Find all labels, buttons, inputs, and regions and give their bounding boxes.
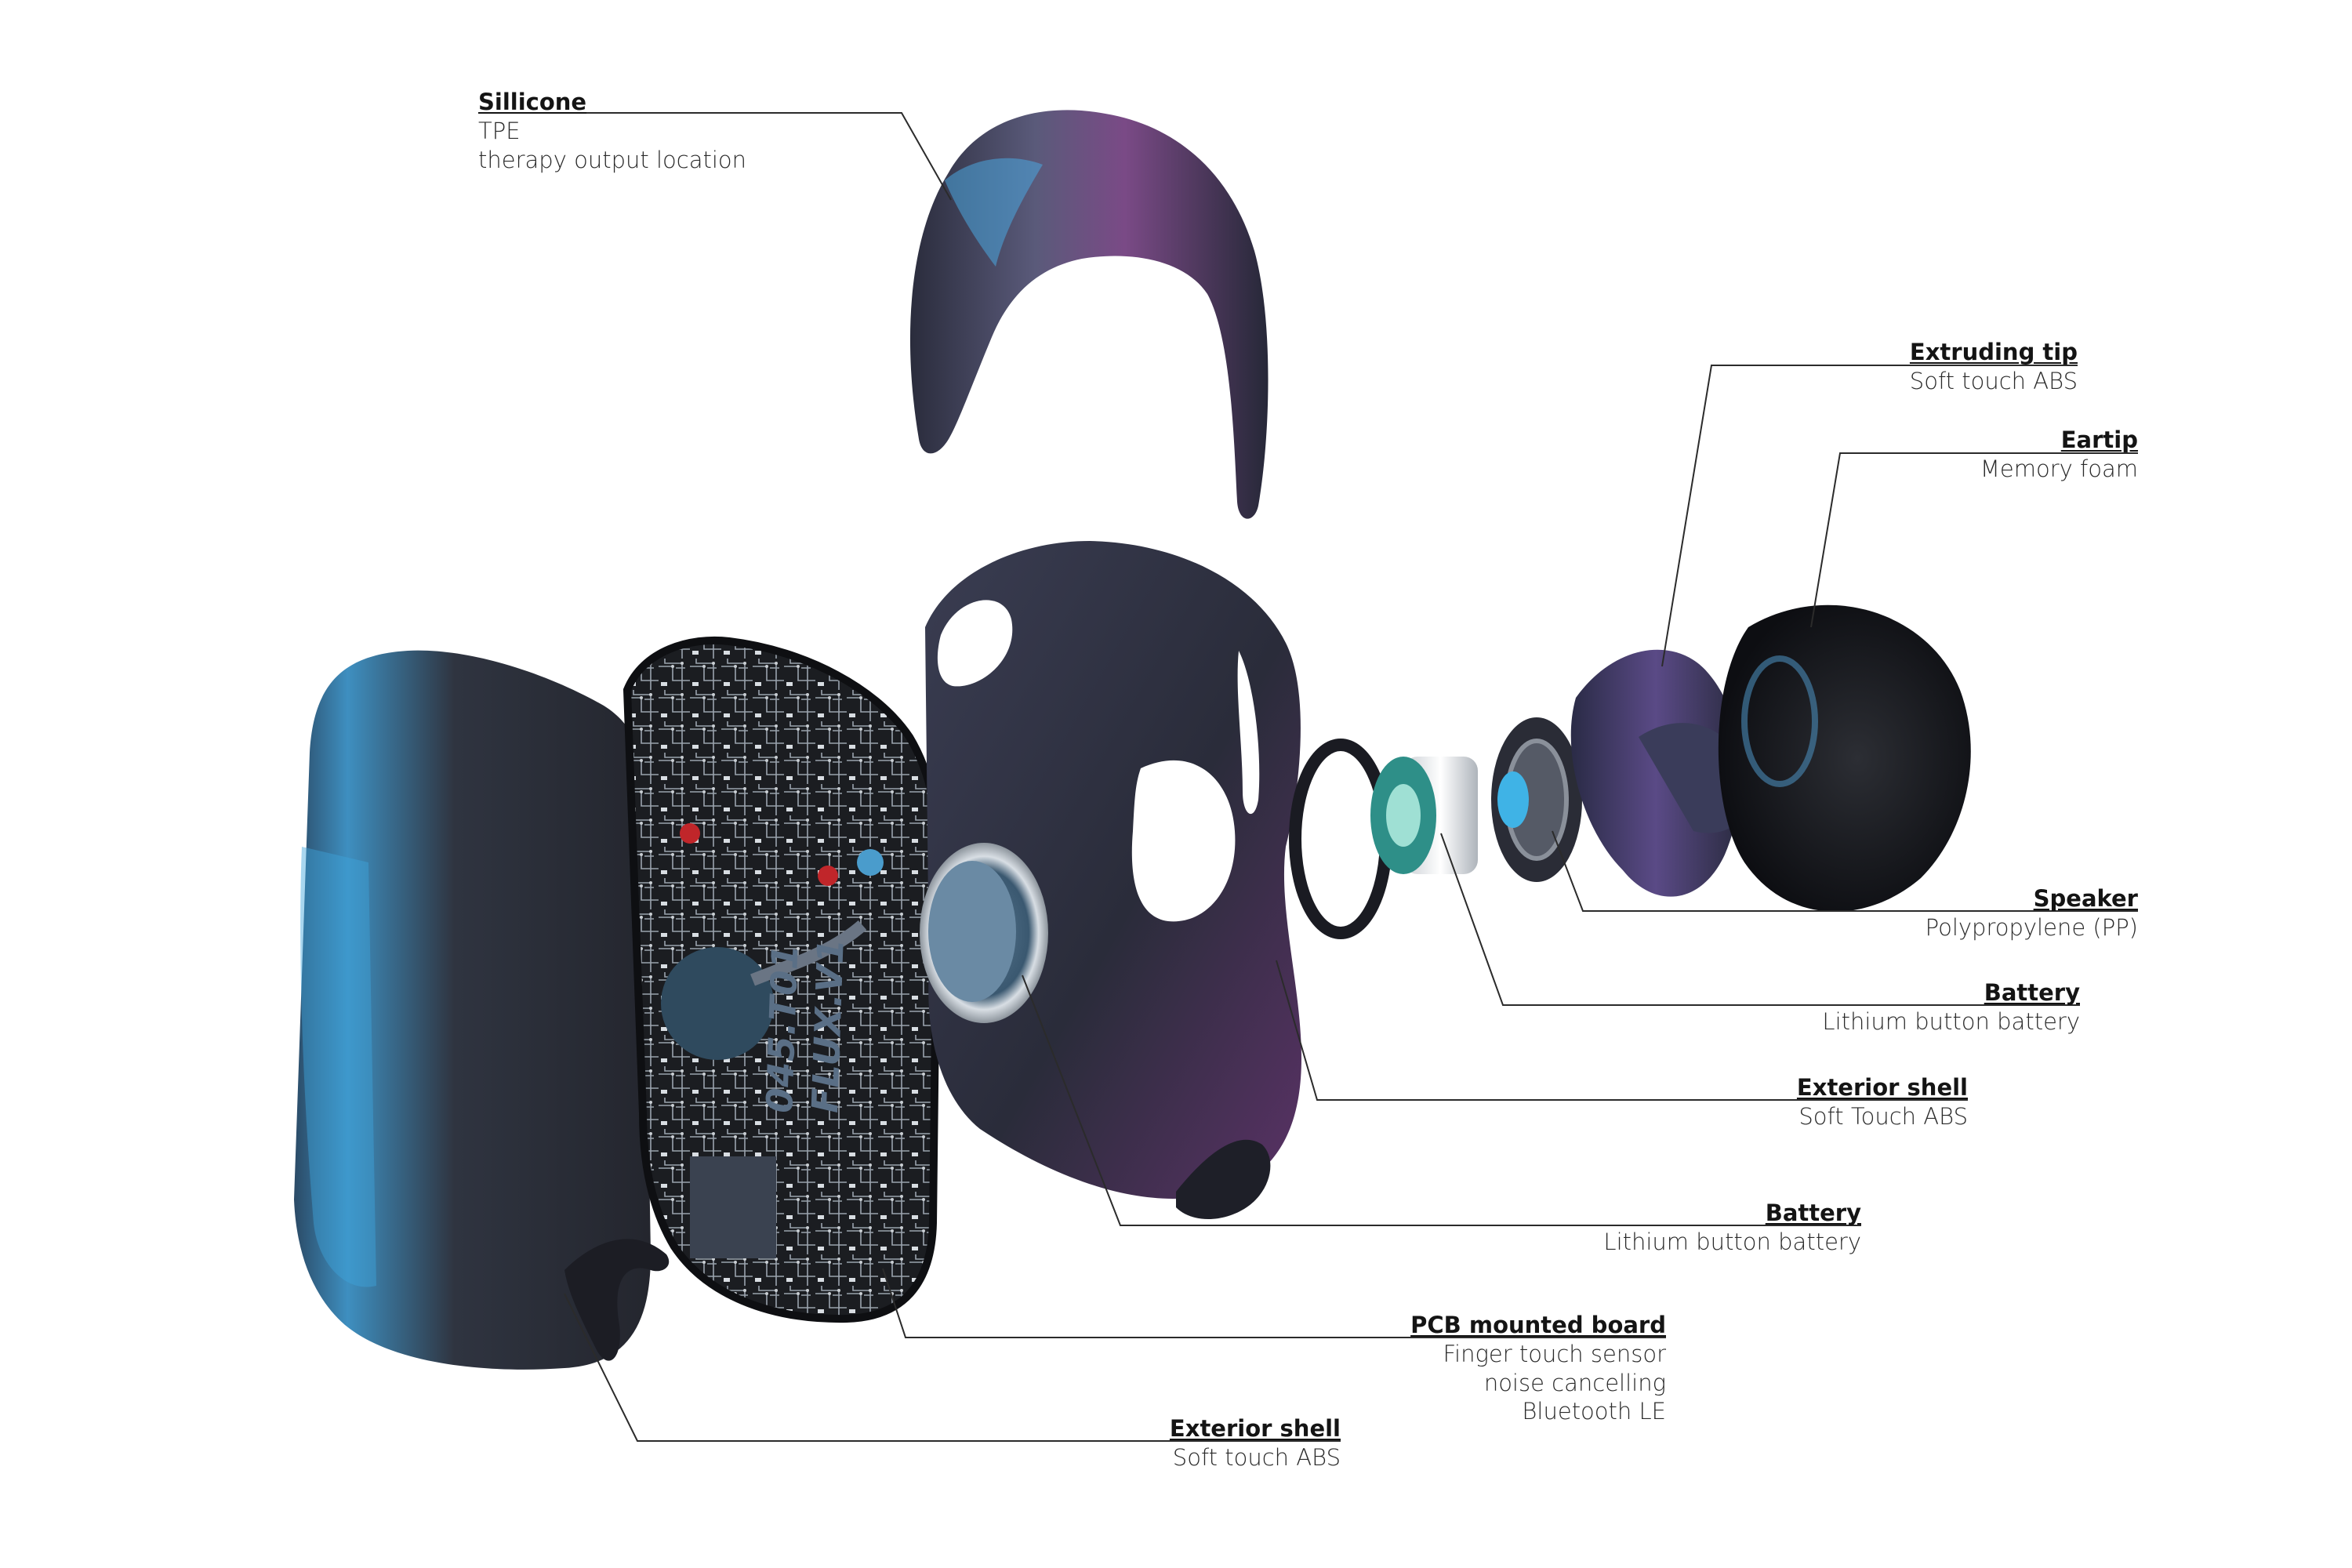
label-battery-1: Battery Lithium button battery xyxy=(1822,978,2080,1036)
speaker xyxy=(1491,717,1582,882)
button-battery xyxy=(920,843,1048,1023)
label-title: Exterior shell xyxy=(1169,1415,1341,1442)
label-title: Eartip xyxy=(2060,426,2138,453)
label-line: Lithium button battery xyxy=(1603,1228,1861,1255)
label-title: PCB mounted board xyxy=(1410,1312,1666,1338)
label-extruding-tip: Extruding tip Soft touch ABS xyxy=(1910,338,2078,396)
leader-pcb-board xyxy=(882,1268,1666,1338)
label-line: Soft Touch ABS xyxy=(1798,1102,1968,1130)
label-speaker: Speaker Polypropylene (PP) xyxy=(1926,884,2138,942)
label-title: Battery xyxy=(1984,979,2080,1006)
exterior-shell-back xyxy=(294,650,670,1370)
label-line: Lithium button battery xyxy=(1822,1007,2080,1035)
label-title: Sillicone xyxy=(478,89,587,115)
cylinder-battery xyxy=(1370,757,1478,874)
leader-battery-2 xyxy=(1022,975,1861,1226)
leader-speaker xyxy=(1552,830,2138,912)
o-ring xyxy=(1289,739,1392,939)
leader-battery-1 xyxy=(1440,833,2080,1006)
label-line: Soft touch ABS xyxy=(1172,1443,1341,1471)
label-line: therapy output location xyxy=(478,146,747,173)
label-title: Extruding tip xyxy=(1909,339,2078,365)
silicone-hook xyxy=(909,110,1269,519)
label-battery-2: Battery Lithium button battery xyxy=(1603,1199,1861,1257)
label-exterior-shell-1: Exterior shell Soft Touch ABS xyxy=(1797,1073,1968,1131)
label-line: Bluetooth LE xyxy=(1522,1398,1666,1425)
exterior-shell-mid xyxy=(925,541,1301,1219)
label-eartip: Eartip Memory foam xyxy=(1980,426,2138,484)
pcb-marking-line2: FLUX.V1 xyxy=(804,938,852,1114)
pcb-board: 045.T01 FLUX.V1 xyxy=(622,636,942,1323)
leader-extruding-tip xyxy=(1661,365,2078,667)
label-line: noise cancelling xyxy=(1483,1369,1666,1396)
label-pcb-board: PCB mounted board Finger touch sensor no… xyxy=(1410,1311,1666,1426)
label-line: Memory foam xyxy=(1980,455,2138,482)
label-title: Speaker xyxy=(2033,885,2138,912)
label-silicone: Sillicone TPE therapy output location xyxy=(478,88,746,174)
leader-silicone xyxy=(478,112,952,201)
label-title: Exterior shell xyxy=(1796,1074,1968,1101)
eartip-foam xyxy=(1718,604,1971,912)
label-line: TPE xyxy=(478,117,521,144)
leader-exterior-shell-2 xyxy=(564,1293,1341,1442)
label-title: Battery xyxy=(1765,1200,1861,1226)
label-line: Polypropylene (PP) xyxy=(1925,913,2138,941)
leader-exterior-shell-1 xyxy=(1276,960,1968,1101)
pcb-marking-line1: 045.T01 xyxy=(758,943,807,1114)
label-exterior-shell-2: Exterior shell Soft touch ABS xyxy=(1170,1414,1341,1472)
label-line: Finger touch sensor xyxy=(1443,1340,1666,1367)
leader-eartip xyxy=(1810,452,2138,628)
label-line: Soft touch ABS xyxy=(1909,367,2078,394)
leader-lines xyxy=(478,112,2138,1442)
